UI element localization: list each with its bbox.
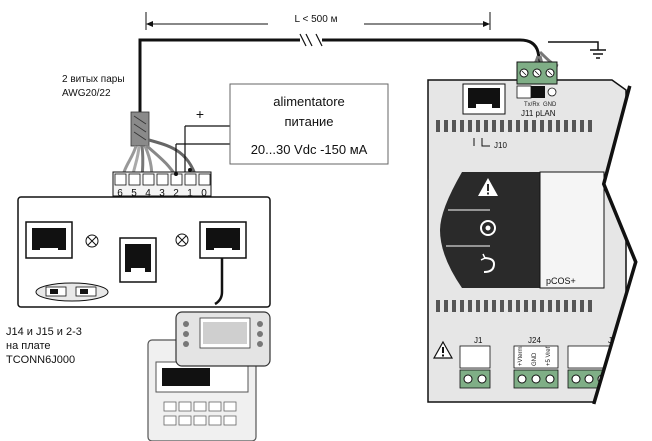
rj-connector-left xyxy=(25,221,73,259)
cable-length-label: L < 500 м xyxy=(295,14,338,25)
warning-icon xyxy=(432,340,454,359)
terminal-label-4: 4 xyxy=(145,188,151,199)
port-j11-label: J11 pLAN xyxy=(521,109,556,118)
pgd-display-unit xyxy=(175,311,271,367)
j11-pin-txrx: Tx/Rx xyxy=(524,102,540,108)
mounting-screw-icon xyxy=(85,233,189,248)
jumper-note-line2: на плате xyxy=(6,340,51,352)
rj-connector-right xyxy=(199,221,247,259)
power-supply-line1: alimentatore xyxy=(273,94,345,109)
port-j24: J24 +Vterm GND +5 Vref xyxy=(513,336,559,389)
j24-pin-5vref: +5 Vref xyxy=(546,346,552,366)
port-j24-label: J24 xyxy=(528,336,541,345)
escape-icon xyxy=(480,253,496,273)
terminal-label-0: 0 xyxy=(201,188,207,199)
top-vent xyxy=(436,120,592,132)
terminal-cable xyxy=(214,258,224,306)
bottom-vent xyxy=(436,300,592,312)
port-j1: J1 xyxy=(459,336,491,389)
j24-pin-vterm: +Vterm xyxy=(518,346,524,366)
brand-logo: pCOS+ xyxy=(546,276,576,286)
j11-pin-gnd: GND xyxy=(543,102,557,108)
power-supply-box xyxy=(229,83,389,165)
jumpers-j14-j15 xyxy=(35,282,109,302)
controller-pcos: J10 Tx/Rx GND J11 pLAN xyxy=(427,61,652,441)
front-panel: pCOS+ xyxy=(440,171,605,289)
port-j11-plan: Tx/Rx GND J11 pLAN xyxy=(516,61,558,118)
j24-pin-gnd: GND xyxy=(532,352,538,366)
cable-note-line1: 2 витых пары xyxy=(62,74,125,85)
enter-icon xyxy=(480,220,496,236)
terminal-dots xyxy=(174,168,192,176)
jumper-note-line1: J14 и J15 и 2-3 xyxy=(6,326,82,338)
terminal-screws xyxy=(114,173,211,186)
rj-connector-middle xyxy=(119,237,157,283)
terminal-label-6: 6 xyxy=(117,188,123,199)
cable-note-line2: AWG20/22 xyxy=(62,88,111,99)
port-j10-label: J10 xyxy=(494,141,507,150)
power-supply-line3: 20...30 Vdc -150 мА xyxy=(251,142,368,157)
jumper-note-line3: TCONN6J000 xyxy=(6,354,75,366)
terminal-label-3: 3 xyxy=(159,188,165,199)
ground-icon xyxy=(548,41,606,59)
port-j10: J10 xyxy=(462,83,507,150)
terminal-board: 6 5 4 3 2 1 0 xyxy=(17,168,271,308)
terminal-label-5: 5 xyxy=(131,188,137,199)
polarity-plus: + xyxy=(196,106,204,122)
length-dimension: L < 500 м xyxy=(145,10,491,30)
power-supply-line2: питание xyxy=(284,114,333,129)
pLAN-cable xyxy=(138,33,542,118)
port-j1-label: J1 xyxy=(474,336,483,345)
alarm-icon xyxy=(478,178,498,196)
power-supply: + alimentatore питание 20...30 Vdc -150 … xyxy=(175,83,389,182)
terminal-label-1: 1 xyxy=(187,188,193,199)
terminal-label-2: 2 xyxy=(173,188,179,199)
